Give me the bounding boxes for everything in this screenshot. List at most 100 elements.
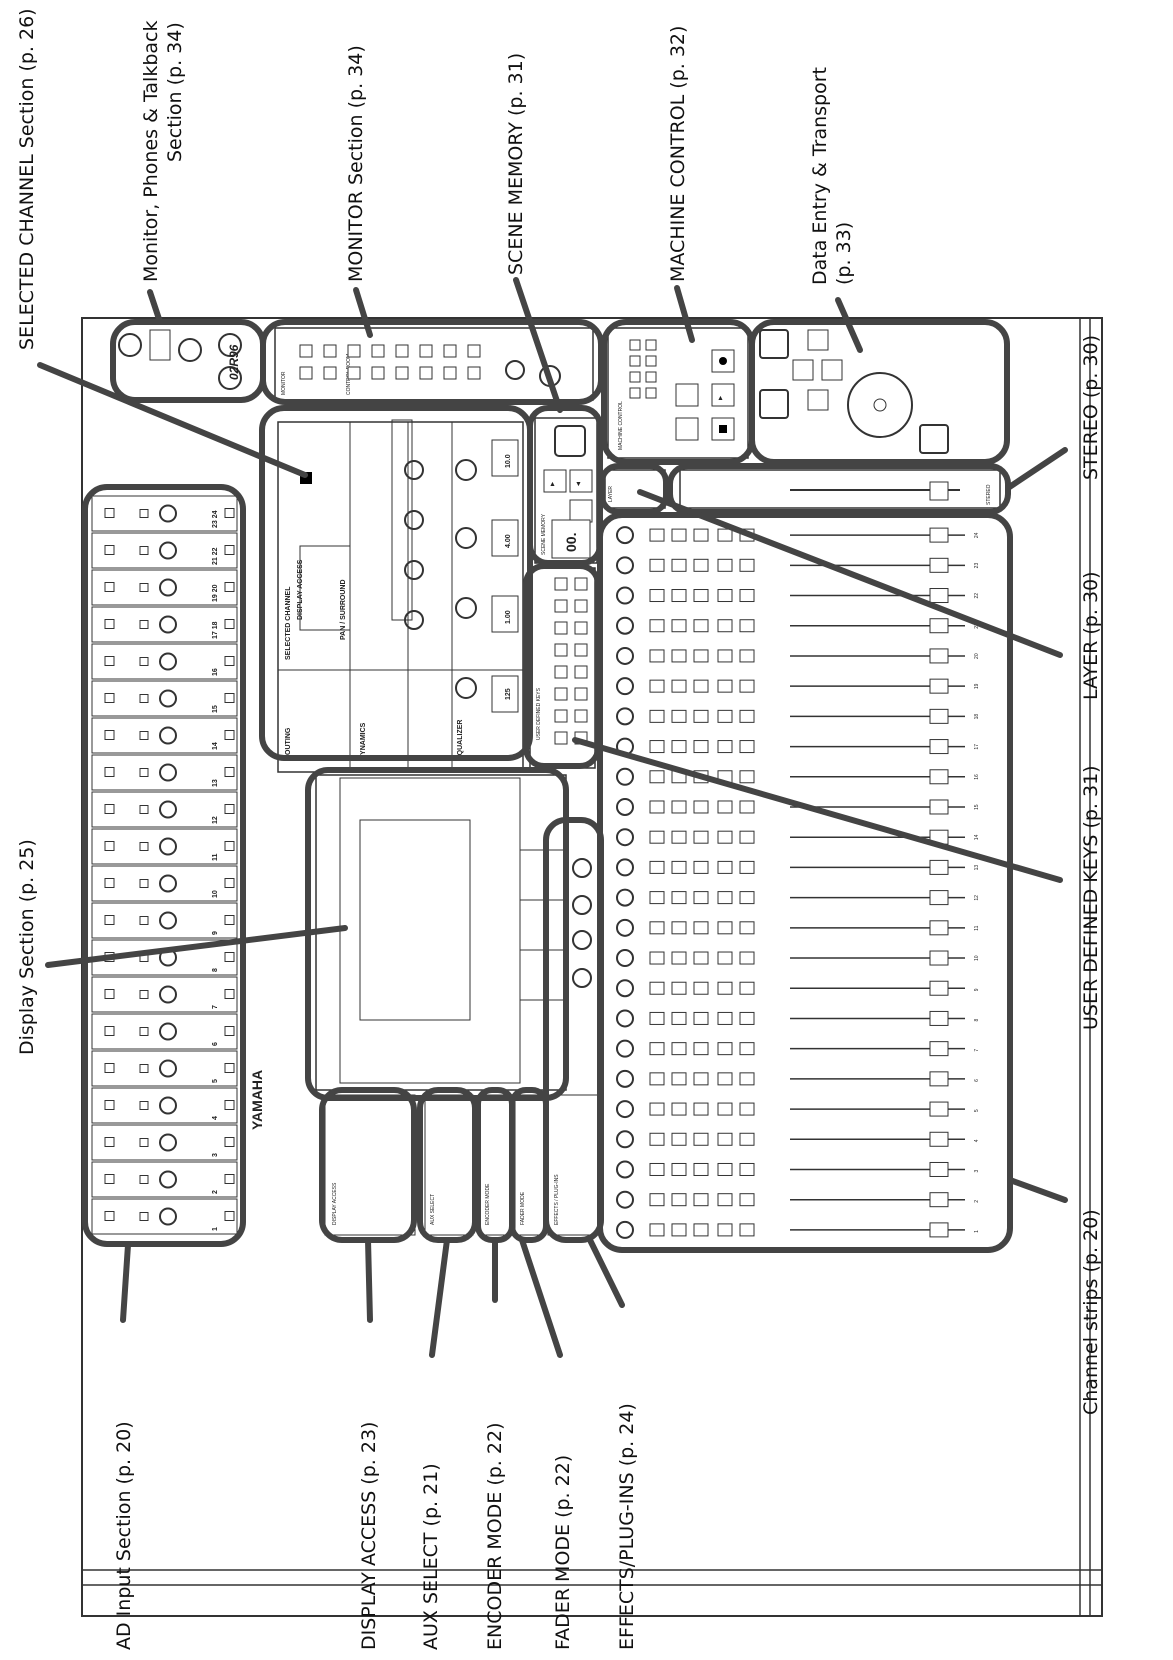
phantom-switch[interactable] [104, 656, 115, 666]
scene-up-button[interactable] [543, 469, 567, 493]
aux-button[interactable] [739, 1011, 755, 1025]
aux-button[interactable] [739, 981, 755, 995]
on-button[interactable] [717, 800, 733, 814]
locate-memory-button[interactable] [629, 355, 641, 367]
pad-switch[interactable] [139, 768, 149, 777]
channel-fader[interactable] [929, 1131, 949, 1147]
sel-button[interactable] [671, 709, 687, 723]
locate-memory-button[interactable] [629, 339, 641, 351]
gain-knob[interactable] [159, 1207, 177, 1226]
on-button[interactable] [717, 528, 733, 542]
channel-fader[interactable] [929, 739, 949, 755]
aux-button[interactable] [739, 589, 755, 603]
auto-button[interactable] [649, 649, 665, 663]
monitor-button[interactable] [299, 366, 313, 380]
aux-button[interactable] [739, 1162, 755, 1176]
locate-memory-button[interactable] [645, 355, 657, 367]
channel-fader[interactable] [929, 769, 949, 785]
rec-button[interactable] [711, 349, 735, 373]
solo-button[interactable] [693, 951, 709, 965]
channel-encoder[interactable] [616, 888, 634, 907]
auto-button[interactable] [649, 528, 665, 542]
monitor-button[interactable] [371, 344, 385, 358]
monitor-button[interactable] [467, 344, 481, 358]
phantom-switch[interactable] [104, 730, 115, 740]
rew-button[interactable] [675, 417, 699, 441]
on-button[interactable] [717, 1102, 733, 1116]
gain-knob[interactable] [159, 726, 177, 745]
channel-fader[interactable] [929, 1071, 949, 1087]
user-defined-key[interactable] [554, 687, 568, 701]
monitor-button[interactable] [347, 366, 361, 380]
recall-button[interactable] [554, 425, 586, 457]
insert-switch[interactable] [224, 1174, 235, 1184]
aux-button[interactable] [739, 921, 755, 935]
monitor-button[interactable] [323, 366, 337, 380]
gain-knob[interactable] [159, 541, 177, 560]
phantom-switch[interactable] [104, 1211, 115, 1221]
channel-fader[interactable] [929, 1041, 949, 1057]
on-button[interactable] [717, 649, 733, 663]
phantom-switch[interactable] [104, 878, 115, 888]
on-button[interactable] [717, 1042, 733, 1056]
stereo-fader-knob[interactable] [929, 481, 949, 501]
stop-button[interactable] [711, 417, 735, 441]
sel-button[interactable] [671, 1132, 687, 1146]
phantom-switch[interactable] [104, 767, 115, 777]
user-defined-key[interactable] [554, 621, 568, 635]
pad-switch[interactable] [139, 1212, 149, 1221]
solo-button[interactable] [693, 830, 709, 844]
gain-knob[interactable] [159, 689, 177, 708]
channel-fader[interactable] [929, 799, 949, 815]
pad-switch[interactable] [139, 731, 149, 740]
aux-button[interactable] [739, 1132, 755, 1146]
channel-encoder[interactable] [616, 1039, 634, 1058]
insert-switch[interactable] [224, 952, 235, 962]
aux-button[interactable] [739, 1102, 755, 1116]
sel-button[interactable] [671, 830, 687, 844]
channel-fader[interactable] [929, 1101, 949, 1117]
user-defined-key[interactable] [574, 709, 588, 723]
channel-encoder[interactable] [616, 586, 634, 605]
insert-switch[interactable] [224, 730, 235, 740]
solo-button[interactable] [693, 921, 709, 935]
channel-fader[interactable] [929, 527, 949, 543]
channel-encoder[interactable] [616, 707, 634, 726]
channel-encoder[interactable] [616, 616, 634, 635]
channel-fader[interactable] [929, 1222, 949, 1238]
channel-fader[interactable] [929, 920, 949, 936]
pad-switch[interactable] [139, 546, 149, 555]
cursor-up-button[interactable] [807, 329, 829, 351]
solo-button[interactable] [693, 860, 709, 874]
insert-switch[interactable] [224, 508, 235, 518]
monitor-button[interactable] [467, 366, 481, 380]
user-defined-key[interactable] [554, 643, 568, 657]
sel-button[interactable] [671, 1102, 687, 1116]
auto-button[interactable] [649, 619, 665, 633]
channel-fader[interactable] [929, 648, 949, 664]
channel-encoder[interactable] [616, 677, 634, 696]
on-button[interactable] [717, 709, 733, 723]
monitor-button[interactable] [371, 366, 385, 380]
gain-knob[interactable] [159, 837, 177, 856]
cursor-right-button[interactable] [821, 359, 843, 381]
channel-fader[interactable] [929, 1192, 949, 1208]
insert-switch[interactable] [224, 545, 235, 555]
auto-button[interactable] [649, 1072, 665, 1086]
channel-encoder[interactable] [616, 767, 634, 786]
sel-button[interactable] [671, 860, 687, 874]
parameter-wheel[interactable] [847, 372, 913, 438]
insert-switch[interactable] [224, 915, 235, 925]
solo-button[interactable] [693, 1162, 709, 1176]
solo-button[interactable] [693, 891, 709, 905]
monitor-button[interactable] [347, 344, 361, 358]
monitor-button[interactable] [323, 344, 337, 358]
insert-switch[interactable] [224, 767, 235, 777]
solo-button[interactable] [693, 981, 709, 995]
on-button[interactable] [717, 679, 733, 693]
aux-button[interactable] [739, 830, 755, 844]
channel-encoder[interactable] [616, 556, 634, 575]
pad-switch[interactable] [139, 990, 149, 999]
pad-switch[interactable] [139, 879, 149, 888]
auto-button[interactable] [649, 709, 665, 723]
